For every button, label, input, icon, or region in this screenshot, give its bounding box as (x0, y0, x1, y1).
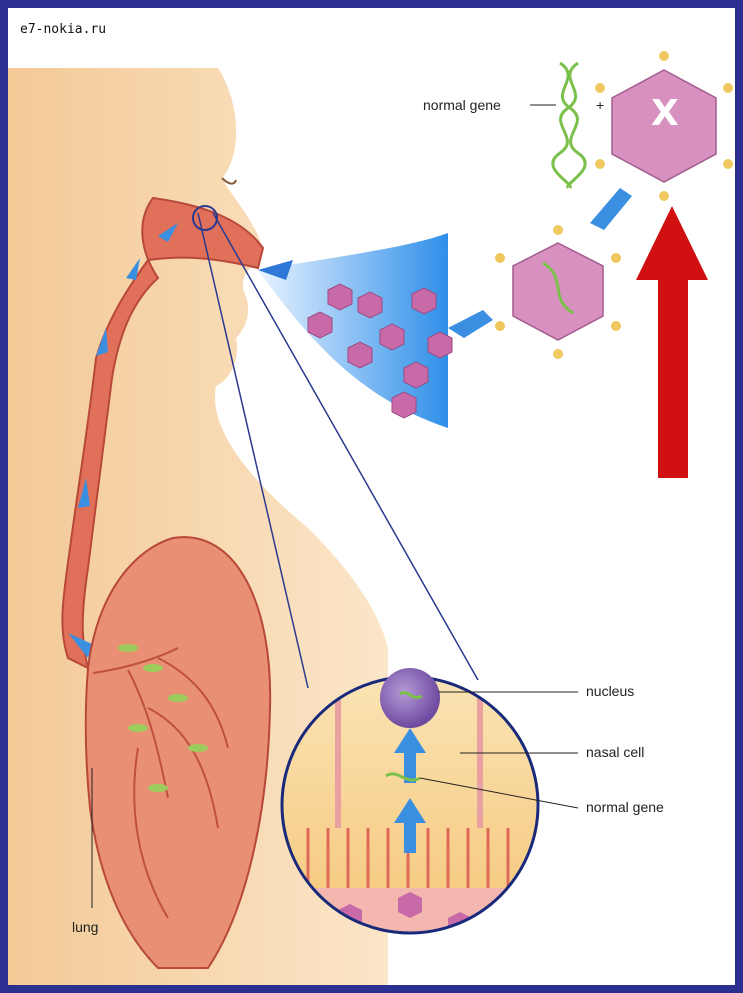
dna-helix-icon (553, 63, 585, 188)
label-lung: lung (72, 919, 98, 935)
virus-x: X (595, 51, 733, 201)
label-nasal-cell: nasal cell (586, 744, 644, 760)
label-normal-gene-cell: normal gene (586, 799, 664, 815)
label-normal-gene-top: normal gene (423, 97, 501, 113)
diagram-canvas: e7-nokia.ru (8, 8, 735, 985)
label-nucleus: nucleus (586, 683, 634, 699)
plus-sign: + (596, 97, 604, 113)
arrow-to-spray-icon (448, 310, 493, 338)
nucleus-shape (380, 668, 440, 728)
virus-letter: X (651, 93, 679, 134)
loaded-virus-medium (495, 225, 621, 359)
red-up-arrow-icon (636, 206, 708, 478)
arrow-down-left-icon (590, 188, 632, 230)
gene-therapy-diagram: X normal gene + (8, 8, 735, 985)
